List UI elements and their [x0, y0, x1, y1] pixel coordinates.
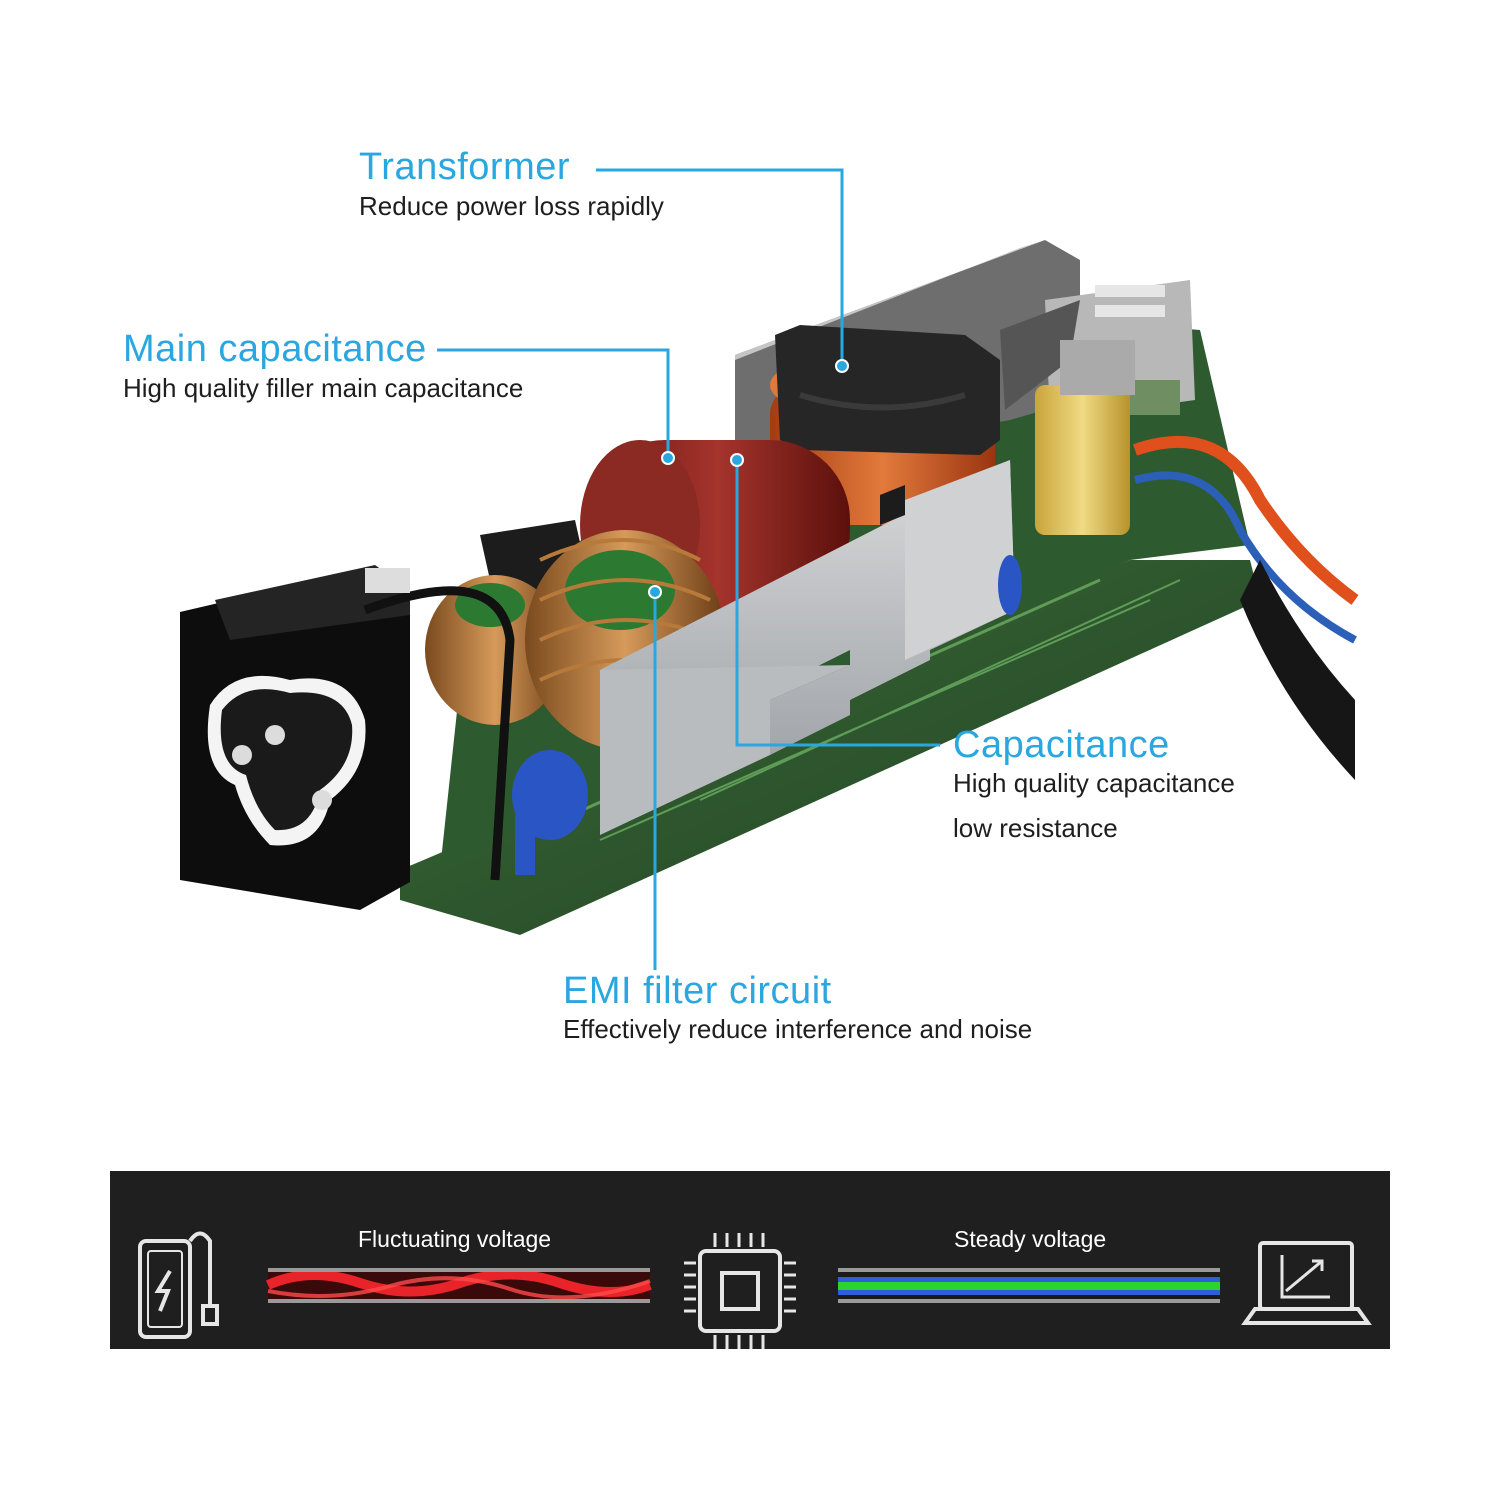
chip-icon — [684, 1233, 796, 1349]
capacitance-description-line2: low resistance — [953, 813, 1118, 843]
steady-voltage-bar — [838, 1268, 1220, 1303]
capacitance-title: Capacitance — [953, 724, 1170, 766]
main-capacitance-leader — [437, 348, 670, 458]
ac-input-socket — [180, 565, 515, 910]
banner-graphics — [138, 1231, 1372, 1349]
callout-leaders — [437, 168, 940, 970]
steady-voltage-label: Steady voltage — [954, 1226, 1107, 1252]
fluctuating-voltage-bar — [265, 1268, 652, 1303]
emi-filter-title: EMI filter circuit — [563, 970, 832, 1012]
fluctuating-voltage-label: Fluctuating voltage — [358, 1226, 552, 1252]
main-capacitance-description: High quality filler main capacitance — [123, 373, 524, 403]
capacitance-description-line1: High quality capacitance — [953, 768, 1235, 798]
main-capacitance-title: Main capacitance — [123, 328, 427, 370]
transformer-title: Transformer — [359, 146, 571, 188]
voltage-comparison-banner: Fluctuating voltage Steady voltage — [110, 1171, 1390, 1349]
power-adapter-internals-illustration — [180, 168, 1359, 970]
emi-filter-leader-dot — [648, 585, 662, 599]
power-bank-icon — [138, 1231, 219, 1339]
blue-capacitors — [512, 555, 1022, 875]
heatsink-shield — [600, 460, 1015, 835]
capacitance-leader — [735, 460, 940, 747]
transformer-description: Reduce power loss rapidly — [359, 191, 664, 221]
laptop-chart-icon — [1241, 1241, 1372, 1325]
main-capacitance-leader-dot — [661, 451, 675, 465]
emi-filter-description: Effectively reduce interference and nois… — [563, 1014, 1033, 1044]
transformer-leader — [596, 168, 844, 366]
output-cable — [1133, 435, 1359, 780]
yellow-y-capacitor — [1035, 340, 1135, 535]
transformer-leader-dot — [835, 359, 849, 373]
capacitance-leader-dot — [730, 453, 744, 467]
